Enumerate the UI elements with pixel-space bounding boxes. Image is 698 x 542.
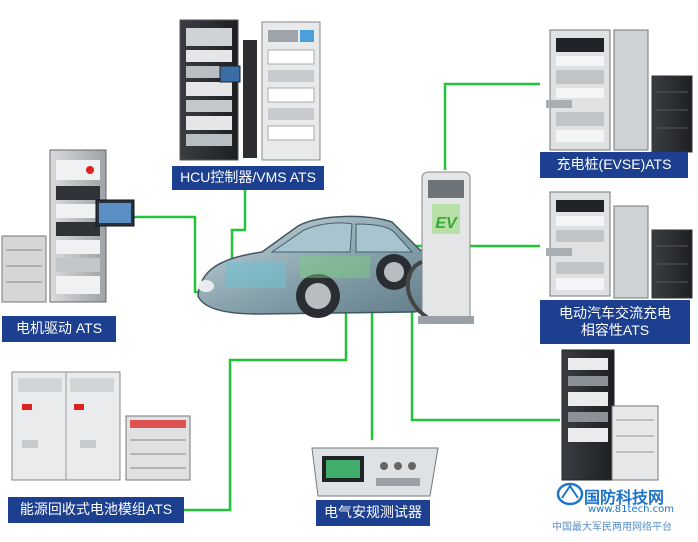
connector-evse (443, 82, 540, 170)
label-ac-compat-line1: 电动汽车交流充电 (559, 304, 671, 321)
watermark-url: www.81tech.com (588, 504, 674, 515)
label-evse-ats: 充电桩(EVSE)ATS (540, 152, 688, 178)
watermark-slogan: 中国最大军民两用网络平台 (552, 522, 672, 533)
battery-ats-equipment (11, 371, 191, 481)
hcu-cabinets (179, 19, 321, 161)
safety-tester-equipment (311, 447, 439, 497)
power-test-cabinet (561, 349, 659, 481)
label-battery-module-ats: 能源回收式电池模组ATS (8, 497, 184, 523)
evse-ats-equipment (546, 29, 693, 153)
ev-charger (405, 171, 474, 324)
label-motor-drive-ats: 电机驱动 ATS (2, 316, 116, 342)
label-ac-compat-ats: 电动汽车交流充电 相容性ATS (540, 300, 690, 344)
label-ac-compat-line2: 相容性ATS (580, 322, 650, 338)
label-hcu-vms-ats: HCU控制器/VMS ATS (172, 166, 324, 190)
label-safety-tester: 电气安规测试器 (316, 500, 430, 526)
connector-battery (180, 290, 348, 512)
motor-ats-equipment (1, 149, 135, 303)
watermark-logo-icon (556, 482, 584, 506)
connector-hcu (230, 188, 247, 270)
charger-ev-text: EV (435, 215, 458, 232)
watermark-brand: 国防科技网 (584, 488, 665, 507)
electric-car (197, 215, 449, 318)
ac-compat-ats-equipment (546, 191, 693, 299)
